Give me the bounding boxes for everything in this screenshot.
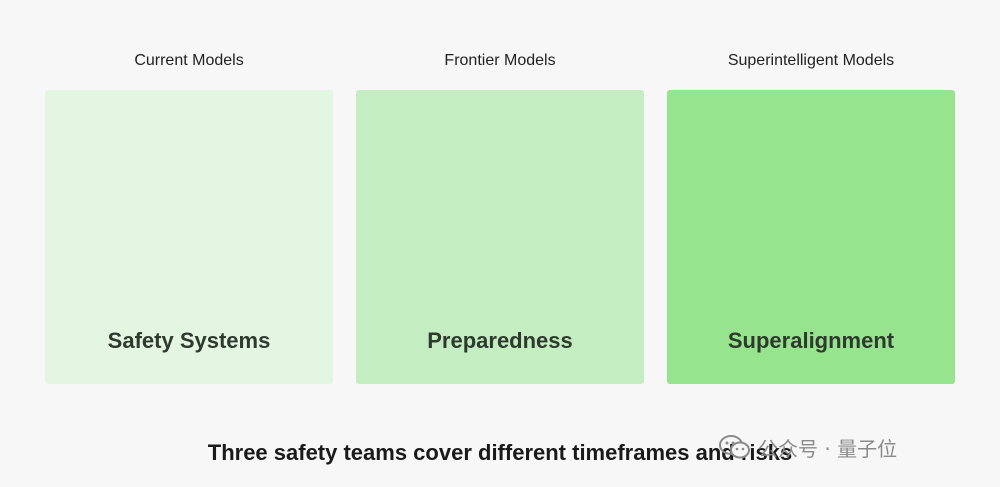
team-box-superalignment: Superalignment xyxy=(667,90,955,384)
diagram-caption: Three safety teams cover different timef… xyxy=(207,440,793,465)
watermark: 公众号 · 量子位 xyxy=(718,432,897,462)
column-header-superintelligent-models: Superintelligent Models xyxy=(727,52,895,69)
team-box-safety-systems: Safety Systems xyxy=(45,90,333,384)
watermark-text: 公众号 · 量子位 xyxy=(758,436,898,461)
wechat-icon xyxy=(718,433,752,461)
column-header-frontier-models: Frontier Models xyxy=(444,52,556,69)
column-header-current-models: Current Models xyxy=(134,52,244,69)
team-label-safety-systems: Safety Systems xyxy=(107,328,271,353)
team-label-preparedness: Preparedness xyxy=(427,328,573,353)
team-label-superalignment: Superalignment xyxy=(727,328,895,353)
team-box-preparedness: Preparedness xyxy=(356,90,644,384)
